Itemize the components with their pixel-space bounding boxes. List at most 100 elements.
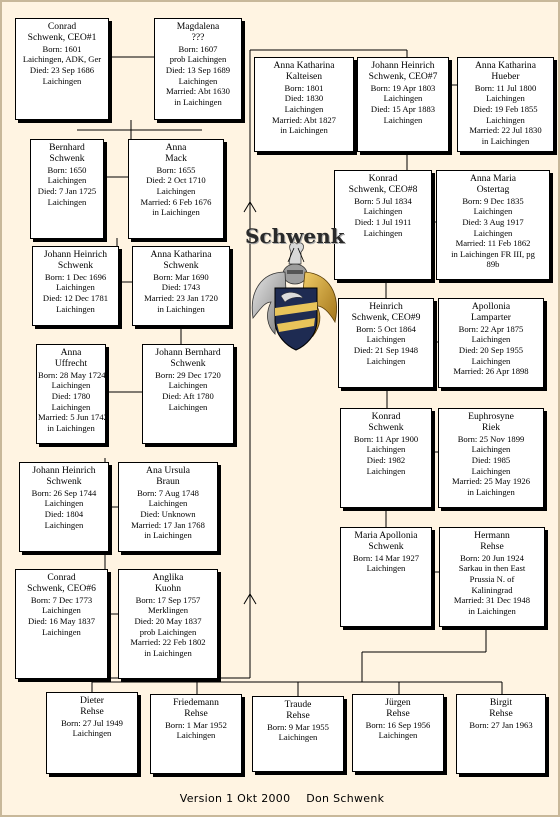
person-name-line: Rehse	[386, 708, 410, 720]
person-name-line: Johann Bernhard	[155, 347, 221, 358]
person-detail-line: Married: 26 Apr 1898	[453, 366, 529, 377]
person-detail-line: in Laichingen	[144, 530, 192, 541]
person-detail-line: Born: 1 Mar 1952	[165, 719, 227, 730]
person-detail-line: Born: 1601	[42, 43, 82, 54]
person-name-line: Braun	[156, 476, 180, 488]
person-detail-line: Died: 2 Oct 1710	[146, 175, 206, 186]
person-detail-line: Died: 3 Aug 1917	[462, 217, 524, 227]
person-detail-line: Born: 7 Aug 1748	[137, 487, 199, 498]
person-name-line: Rehse	[480, 541, 504, 553]
person-name-line: Schwenk, CEO#9	[351, 312, 421, 324]
person-detail-line: Laichingen	[486, 114, 525, 125]
person-name-line: Ana Ursula	[146, 465, 190, 476]
person-detail-line: Born: 7 Dec 1773	[30, 594, 93, 605]
person-name-line: Rehse	[80, 706, 104, 718]
person-detail-line: Laichingen	[471, 334, 511, 345]
person-detail-line: Born: 20 Jun 1924	[460, 552, 524, 563]
person-name-line: Anna Maria	[469, 173, 517, 184]
person-detail-line: Laichingen, ADK, Ger	[22, 54, 102, 65]
person-detail-line: Born: 14 Mar 1927	[352, 552, 420, 563]
person-name-line: Rehse	[184, 708, 208, 720]
person-name-line: Euphrosyne	[468, 411, 514, 422]
person-name-line: Conrad	[47, 572, 76, 583]
person-detail-line: Laichingen	[178, 75, 218, 86]
person-name-line: Uffrecht	[54, 358, 88, 370]
person-detail-line: Born: 1655	[156, 164, 196, 175]
person-detail-line: Laichingen	[363, 206, 403, 217]
person-detail-line: Married: 6 Feb 1676	[140, 196, 212, 207]
person-detail-line: Laichingen	[44, 519, 84, 530]
person-detail-line: Laichingen	[366, 444, 406, 455]
person-detail-line: Born: 26 Sep 1744	[31, 487, 97, 498]
crest-label: Schwenk	[245, 224, 345, 248]
person-name-line: Kuohn	[154, 583, 182, 595]
person-name-line: Apollonia	[471, 301, 511, 312]
person-detail-line: Laichingen	[72, 728, 112, 739]
person-detail-line: in Laichingen	[144, 647, 192, 658]
person-detail-line: Married: 23 Jan 1720	[144, 293, 218, 303]
person-detail-line: in Laichingen FR III, pg	[451, 248, 535, 259]
coat-of-arms-icon	[251, 242, 337, 351]
person-detail-line: Married: 5 Jun 1742	[38, 412, 106, 423]
person-name-line: ???	[191, 32, 205, 44]
person-name-line: Schwenk	[46, 476, 82, 488]
person-detail-line: Born: 27 Jan 1963	[469, 719, 533, 730]
person-name-line: Conrad	[47, 21, 77, 32]
person-detail-line: Married: 31 Dec 1948	[453, 595, 531, 606]
person-name-line: Riek	[481, 422, 501, 434]
person-detail-line: in Laichingen	[468, 605, 516, 616]
person-name-line: Anglika	[152, 572, 184, 583]
person-name-line: Schwenk	[57, 260, 94, 272]
person-name-line: Schwenk, CEO#1	[27, 32, 97, 44]
person-name-line: Birgit	[489, 697, 513, 708]
person-detail-line: in Laichingen	[47, 422, 95, 433]
person-detail-line: Laichingen	[366, 465, 406, 476]
person-detail-line: Died: 15 Apr 1883	[370, 104, 436, 114]
person-name-line: Hermann	[474, 530, 510, 541]
person-name-line: Rehse	[489, 708, 513, 720]
person-detail-line: in Laichingen	[174, 96, 222, 107]
person-detail-line: Laichingen	[168, 380, 208, 391]
person-name-line: Schwenk, CEO#8	[348, 184, 418, 196]
person-detail-line: Laichingen	[473, 206, 513, 217]
person-detail-line: Born: 5 Oct 1864	[356, 323, 416, 334]
crest-banner: Schwenk	[245, 224, 345, 248]
footer-author: Don Schwenk	[306, 792, 385, 805]
person-detail-line: Born: 9 Dec 1835	[462, 195, 524, 206]
person-detail-line: Died: 1 Jul 1911	[354, 217, 412, 227]
person-detail-line: Laichingen	[51, 401, 91, 412]
person-detail-line: in Laichingen	[481, 135, 530, 146]
person-detail-line: Died: 20 Sep 1955	[458, 345, 524, 355]
person-detail-line: Kaliningrad	[471, 584, 513, 595]
person-name-line: Johann Heinrich	[32, 465, 96, 476]
person-name-line: Maria Apollonia	[354, 530, 418, 541]
person-name-line: Schwenk, CEO#6	[27, 583, 96, 595]
person-detail-line: Laichingen	[471, 444, 511, 455]
